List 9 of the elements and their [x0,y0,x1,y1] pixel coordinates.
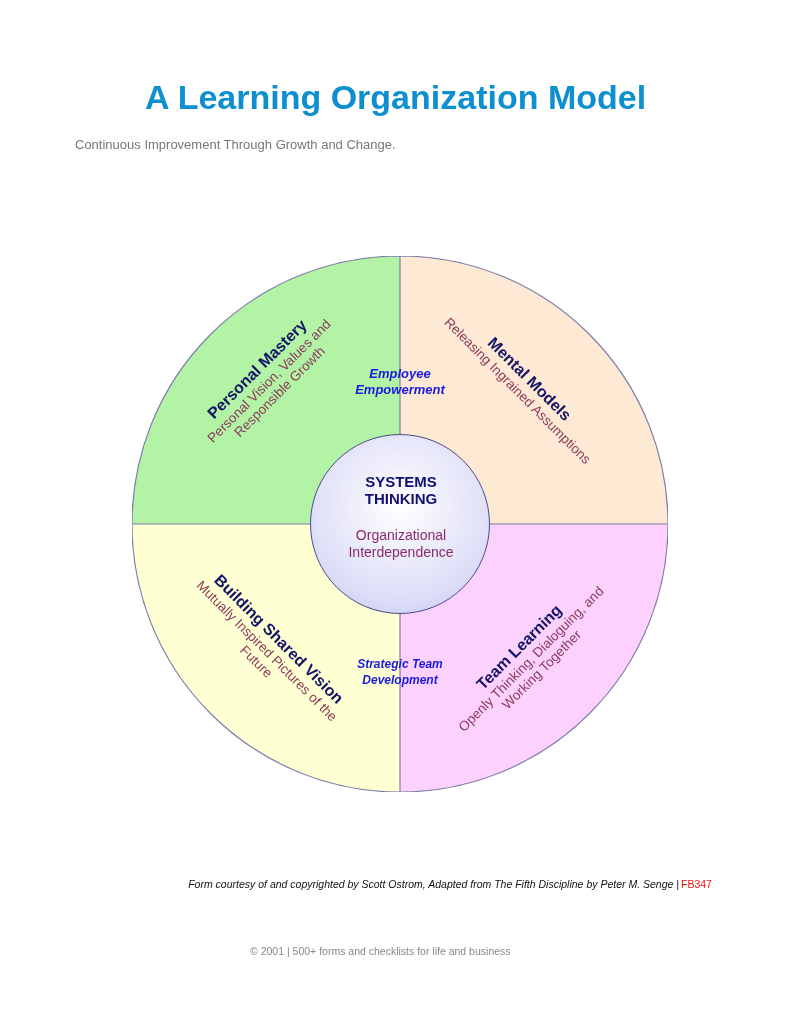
center-label: Employee Empowerment [354,366,447,398]
form-code: FB347 [681,878,712,890]
subtitle: Continuous Improvement Through Growth and Change. [75,137,396,152]
credit-note: Form courtesy of and copyrighted by Scott Ostrom, Adapted from The Fifth Discipline by Peter M. Senge | [188,878,679,890]
center-subtitle: Organizational Interdependence [347,527,455,561]
title: A Learning Organization Model [143,78,648,117]
center-label: Strategic Team Development [356,656,444,688]
footer-note: © 2001 | 500+ forms and checklists for life and business [250,945,511,957]
center-heading: SYSTEMS THINKING [363,473,439,507]
